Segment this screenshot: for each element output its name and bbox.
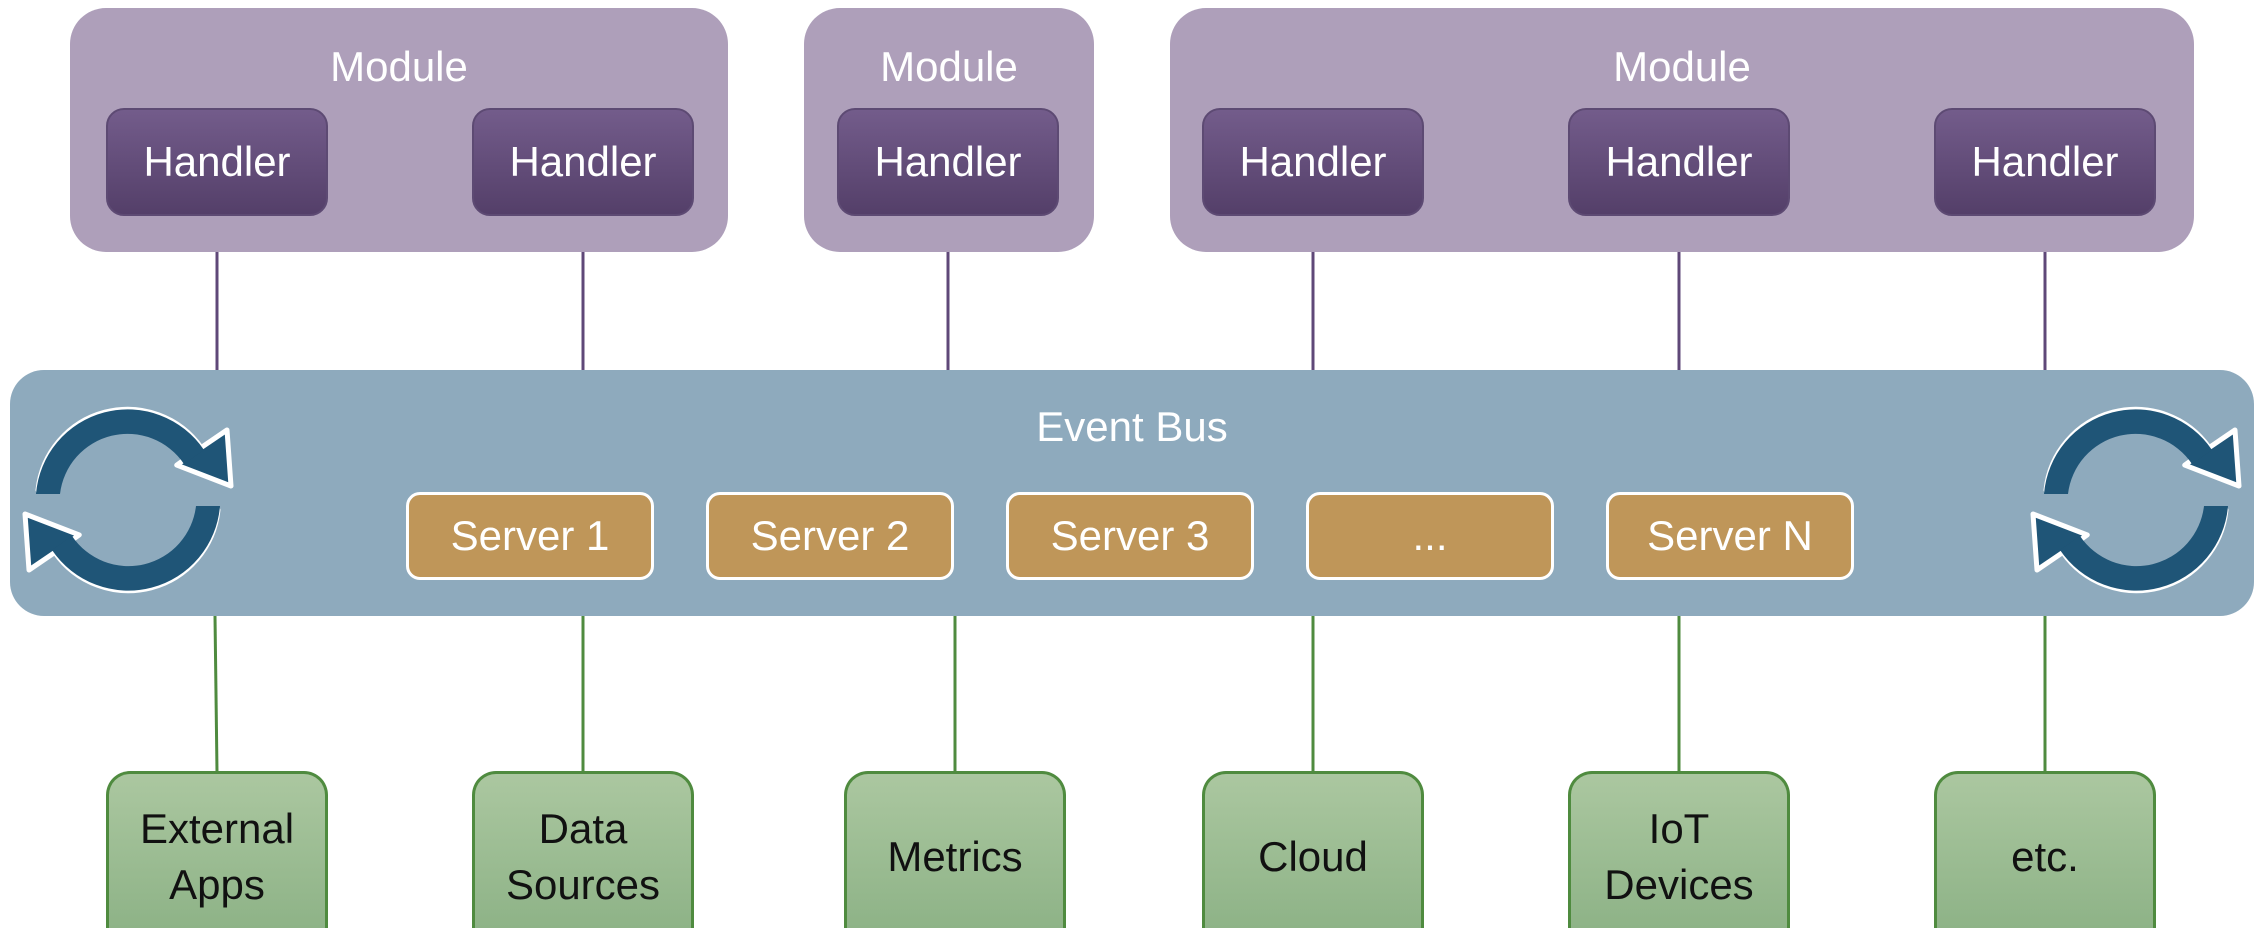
handler-box[interactable]: Handler bbox=[472, 108, 694, 216]
server-box[interactable]: Server 1 bbox=[406, 492, 654, 580]
server-box[interactable]: Server N bbox=[1606, 492, 1854, 580]
source-label: etc. bbox=[2011, 833, 2079, 880]
event-bus-title: Event Bus bbox=[1036, 403, 1228, 450]
source-label: Sources bbox=[505, 861, 661, 908]
handler-box[interactable]: Handler bbox=[1568, 108, 1790, 216]
module-title: Module bbox=[880, 43, 1018, 90]
source-label: External bbox=[139, 805, 295, 852]
handler-box[interactable]: Handler bbox=[837, 108, 1059, 216]
cycle-arrows-icon bbox=[2030, 406, 2242, 594]
source-links bbox=[213, 615, 2047, 773]
source-box-metrics[interactable]: Metrics bbox=[844, 771, 1066, 928]
source-box-etc[interactable]: etc. bbox=[1934, 771, 2156, 928]
source-link bbox=[213, 615, 219, 773]
handler-box[interactable]: Handler bbox=[1934, 108, 2156, 216]
source-label: Metrics bbox=[887, 833, 1023, 880]
handler-box[interactable]: Handler bbox=[106, 108, 328, 216]
source-label: Apps bbox=[169, 861, 265, 908]
handler-box[interactable]: Handler bbox=[1202, 108, 1424, 216]
source-box-external-apps[interactable]: External Apps bbox=[106, 771, 328, 928]
source-box-data-sources[interactable]: Data Sources bbox=[472, 771, 694, 928]
source-label: IoT bbox=[1648, 805, 1710, 852]
source-label: Devices bbox=[1604, 861, 1754, 908]
source-label: Data bbox=[538, 805, 628, 852]
source-box-iot-devices[interactable]: IoT Devices bbox=[1568, 771, 1790, 928]
server-box[interactable]: ... bbox=[1306, 492, 1554, 580]
server-box[interactable]: Server 2 bbox=[706, 492, 954, 580]
source-label: Cloud bbox=[1258, 833, 1368, 880]
server-box[interactable]: Server 3 bbox=[1006, 492, 1254, 580]
module-title: Module bbox=[330, 43, 468, 90]
source-box-cloud[interactable]: Cloud bbox=[1202, 771, 1424, 928]
cycle-arrows-icon bbox=[22, 406, 234, 594]
module-title: Module bbox=[1613, 43, 1751, 90]
